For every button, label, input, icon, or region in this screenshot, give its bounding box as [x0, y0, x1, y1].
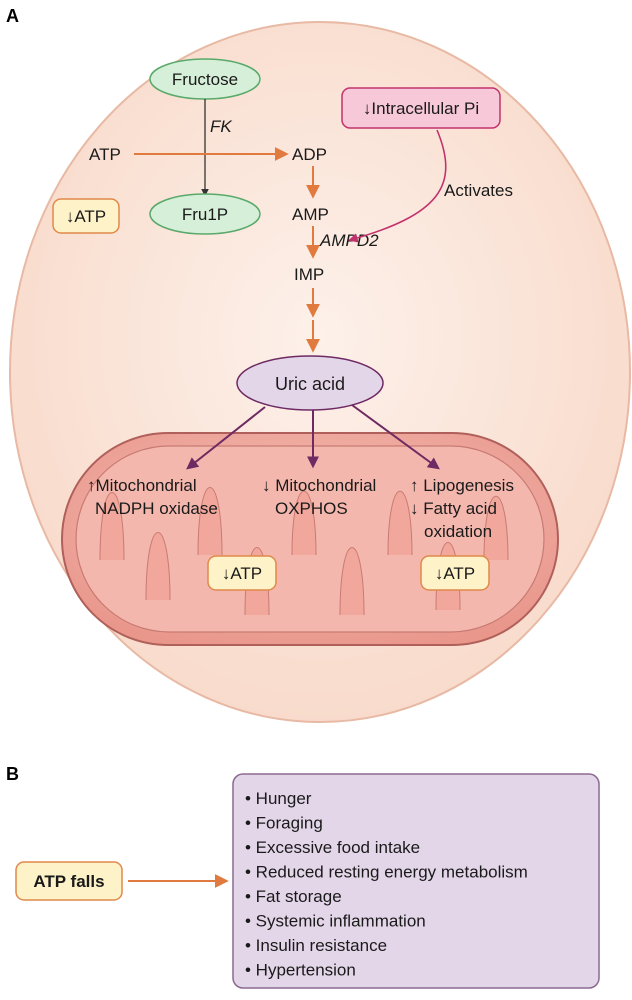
effect-item: • Hypertension — [245, 961, 356, 980]
effect-item: • Foraging — [245, 814, 323, 833]
atp-label: ATP — [89, 145, 121, 164]
svg-text:Fru1P: Fru1P — [182, 205, 228, 224]
effect-item: • Fat storage — [245, 887, 342, 906]
activates-arrow — [348, 129, 447, 243]
svg-text:↓ATP: ↓ATP — [222, 564, 262, 583]
svg-text:Fructose: Fructose — [172, 70, 238, 89]
atp-falls-box: ATP falls — [15, 861, 123, 901]
adp-label: ADP — [292, 145, 327, 164]
mito-mid-line1: ↓ Mitochondrial — [262, 476, 376, 495]
panel-a-label: A — [6, 6, 19, 26]
uric-to-nadph-arrow — [186, 406, 266, 470]
atp-down-cytoplasm-badge: ↓ATP — [52, 198, 120, 234]
uric-to-lipogenesis-arrow — [351, 404, 440, 470]
mito-left-line2: NADPH oxidase — [95, 499, 218, 518]
imp-label: IMP — [294, 265, 324, 284]
mito-right-line2: ↓ Fatty acid — [410, 499, 497, 518]
effects-box — [232, 773, 600, 989]
fru1p-node: Fru1P — [149, 193, 261, 235]
uric-acid-node: Uric acid — [236, 355, 384, 411]
mito-right-line1: ↑ Lipogenesis — [410, 476, 514, 495]
fructose-node: Fructose — [149, 58, 261, 100]
effect-item: • Insulin resistance — [245, 936, 387, 955]
effect-item: • Excessive food intake — [245, 838, 420, 857]
effect-item: • Hunger — [245, 789, 312, 808]
effect-item: • Systemic inflammation — [245, 912, 426, 931]
effect-item: • Reduced resting energy metabolism — [245, 863, 528, 882]
mito-mid-line2: OXPHOS — [275, 499, 348, 518]
atp-down-mito-left-badge: ↓ATP — [207, 555, 277, 591]
amp-label: AMP — [292, 205, 329, 224]
fk-label: FK — [210, 117, 232, 136]
svg-text:Uric acid: Uric acid — [275, 374, 345, 394]
panel-b-label: B — [6, 764, 19, 784]
mitochondrion — [61, 432, 559, 646]
atp-down-mito-right-badge: ↓ATP — [420, 555, 490, 591]
mito-left-line1: ↑Mitochondrial — [87, 476, 197, 495]
svg-text:↓ATP: ↓ATP — [66, 207, 106, 226]
svg-text:↓ATP: ↓ATP — [435, 564, 475, 583]
intracellular-pi-box: ↓Intracellular Pi — [341, 87, 501, 129]
svg-text:ATP falls: ATP falls — [33, 872, 104, 891]
svg-text:↓Intracellular Pi: ↓Intracellular Pi — [363, 99, 479, 118]
activates-label: Activates — [444, 181, 513, 200]
effects-list: • Hunger • Foraging • Excessive food intak… — [245, 789, 528, 980]
mito-right-line3: oxidation — [424, 522, 492, 541]
